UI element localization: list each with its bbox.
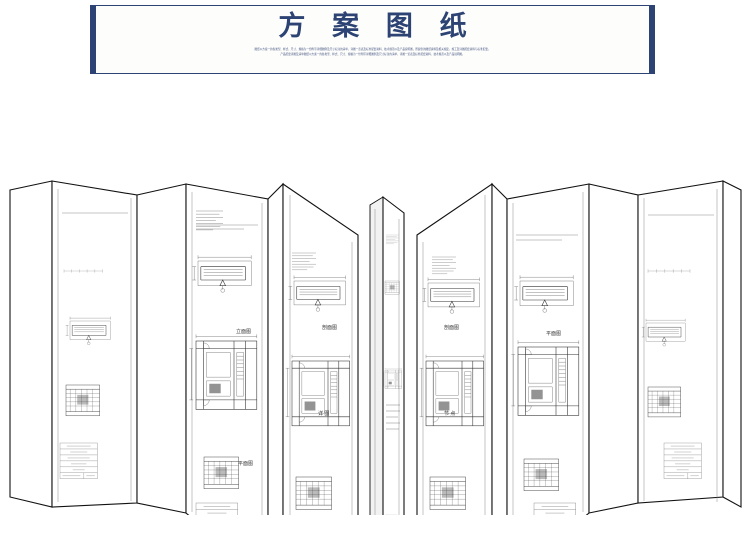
drawing-sheet-7[interactable] [637, 180, 742, 508]
banner-subtitle-line-2: 产品配套详图及清单图纸以方案一的各类型、样式、尺寸、规格为一份附带详细图例及尺寸… [280, 53, 465, 57]
page-title: 方 案 图 纸 [278, 11, 477, 41]
sheet-2-plan-label: 平面图 [238, 461, 253, 467]
sheet-3-label-a: 剖面图 [322, 324, 337, 331]
drawing-sheet-fan: 立面图 平面图 剖面图 详 图 剖面图 节 点 [0, 85, 750, 515]
banner-subtitle: 图纸以方案一的各类型、样式、尺寸、规格为一份附带详细图例及尺寸标注的清单，详图一… [101, 47, 644, 58]
drawing-sheet-3[interactable]: 剖面图 详 图 [267, 182, 359, 515]
sheet-2-drawing-label: 立面图 [236, 328, 251, 335]
sheet-5-label-a: 剖面图 [444, 324, 459, 331]
banner-subtitle-line-1: 图纸以方案一的各类型、样式、尺寸、规格为一份附带详细图例及尺寸标注的清单，详图一… [254, 48, 491, 51]
drawing-sheet-2[interactable]: 立面图 平面图 [136, 183, 269, 515]
drawing-sheet-1[interactable] [9, 180, 138, 508]
drawing-sheet-5[interactable]: 剖面图 节 点 [416, 182, 508, 515]
drawing-sheet-6[interactable]: 平面图 [506, 183, 639, 515]
sheet-3-label-b: 详 图 [318, 410, 329, 417]
banner-accent-bar-left [91, 6, 96, 73]
banner-accent-bar-right [649, 6, 654, 73]
sheet-5-label-b: 节 点 [444, 411, 455, 417]
header-banner: 方 案 图 纸 图纸以方案一的各类型、样式、尺寸、规格为一份附带详细图例及尺寸标… [90, 5, 655, 74]
drawing-sheet-4[interactable] [369, 195, 405, 515]
sheet-6-drawing-label: 平面图 [546, 331, 561, 337]
